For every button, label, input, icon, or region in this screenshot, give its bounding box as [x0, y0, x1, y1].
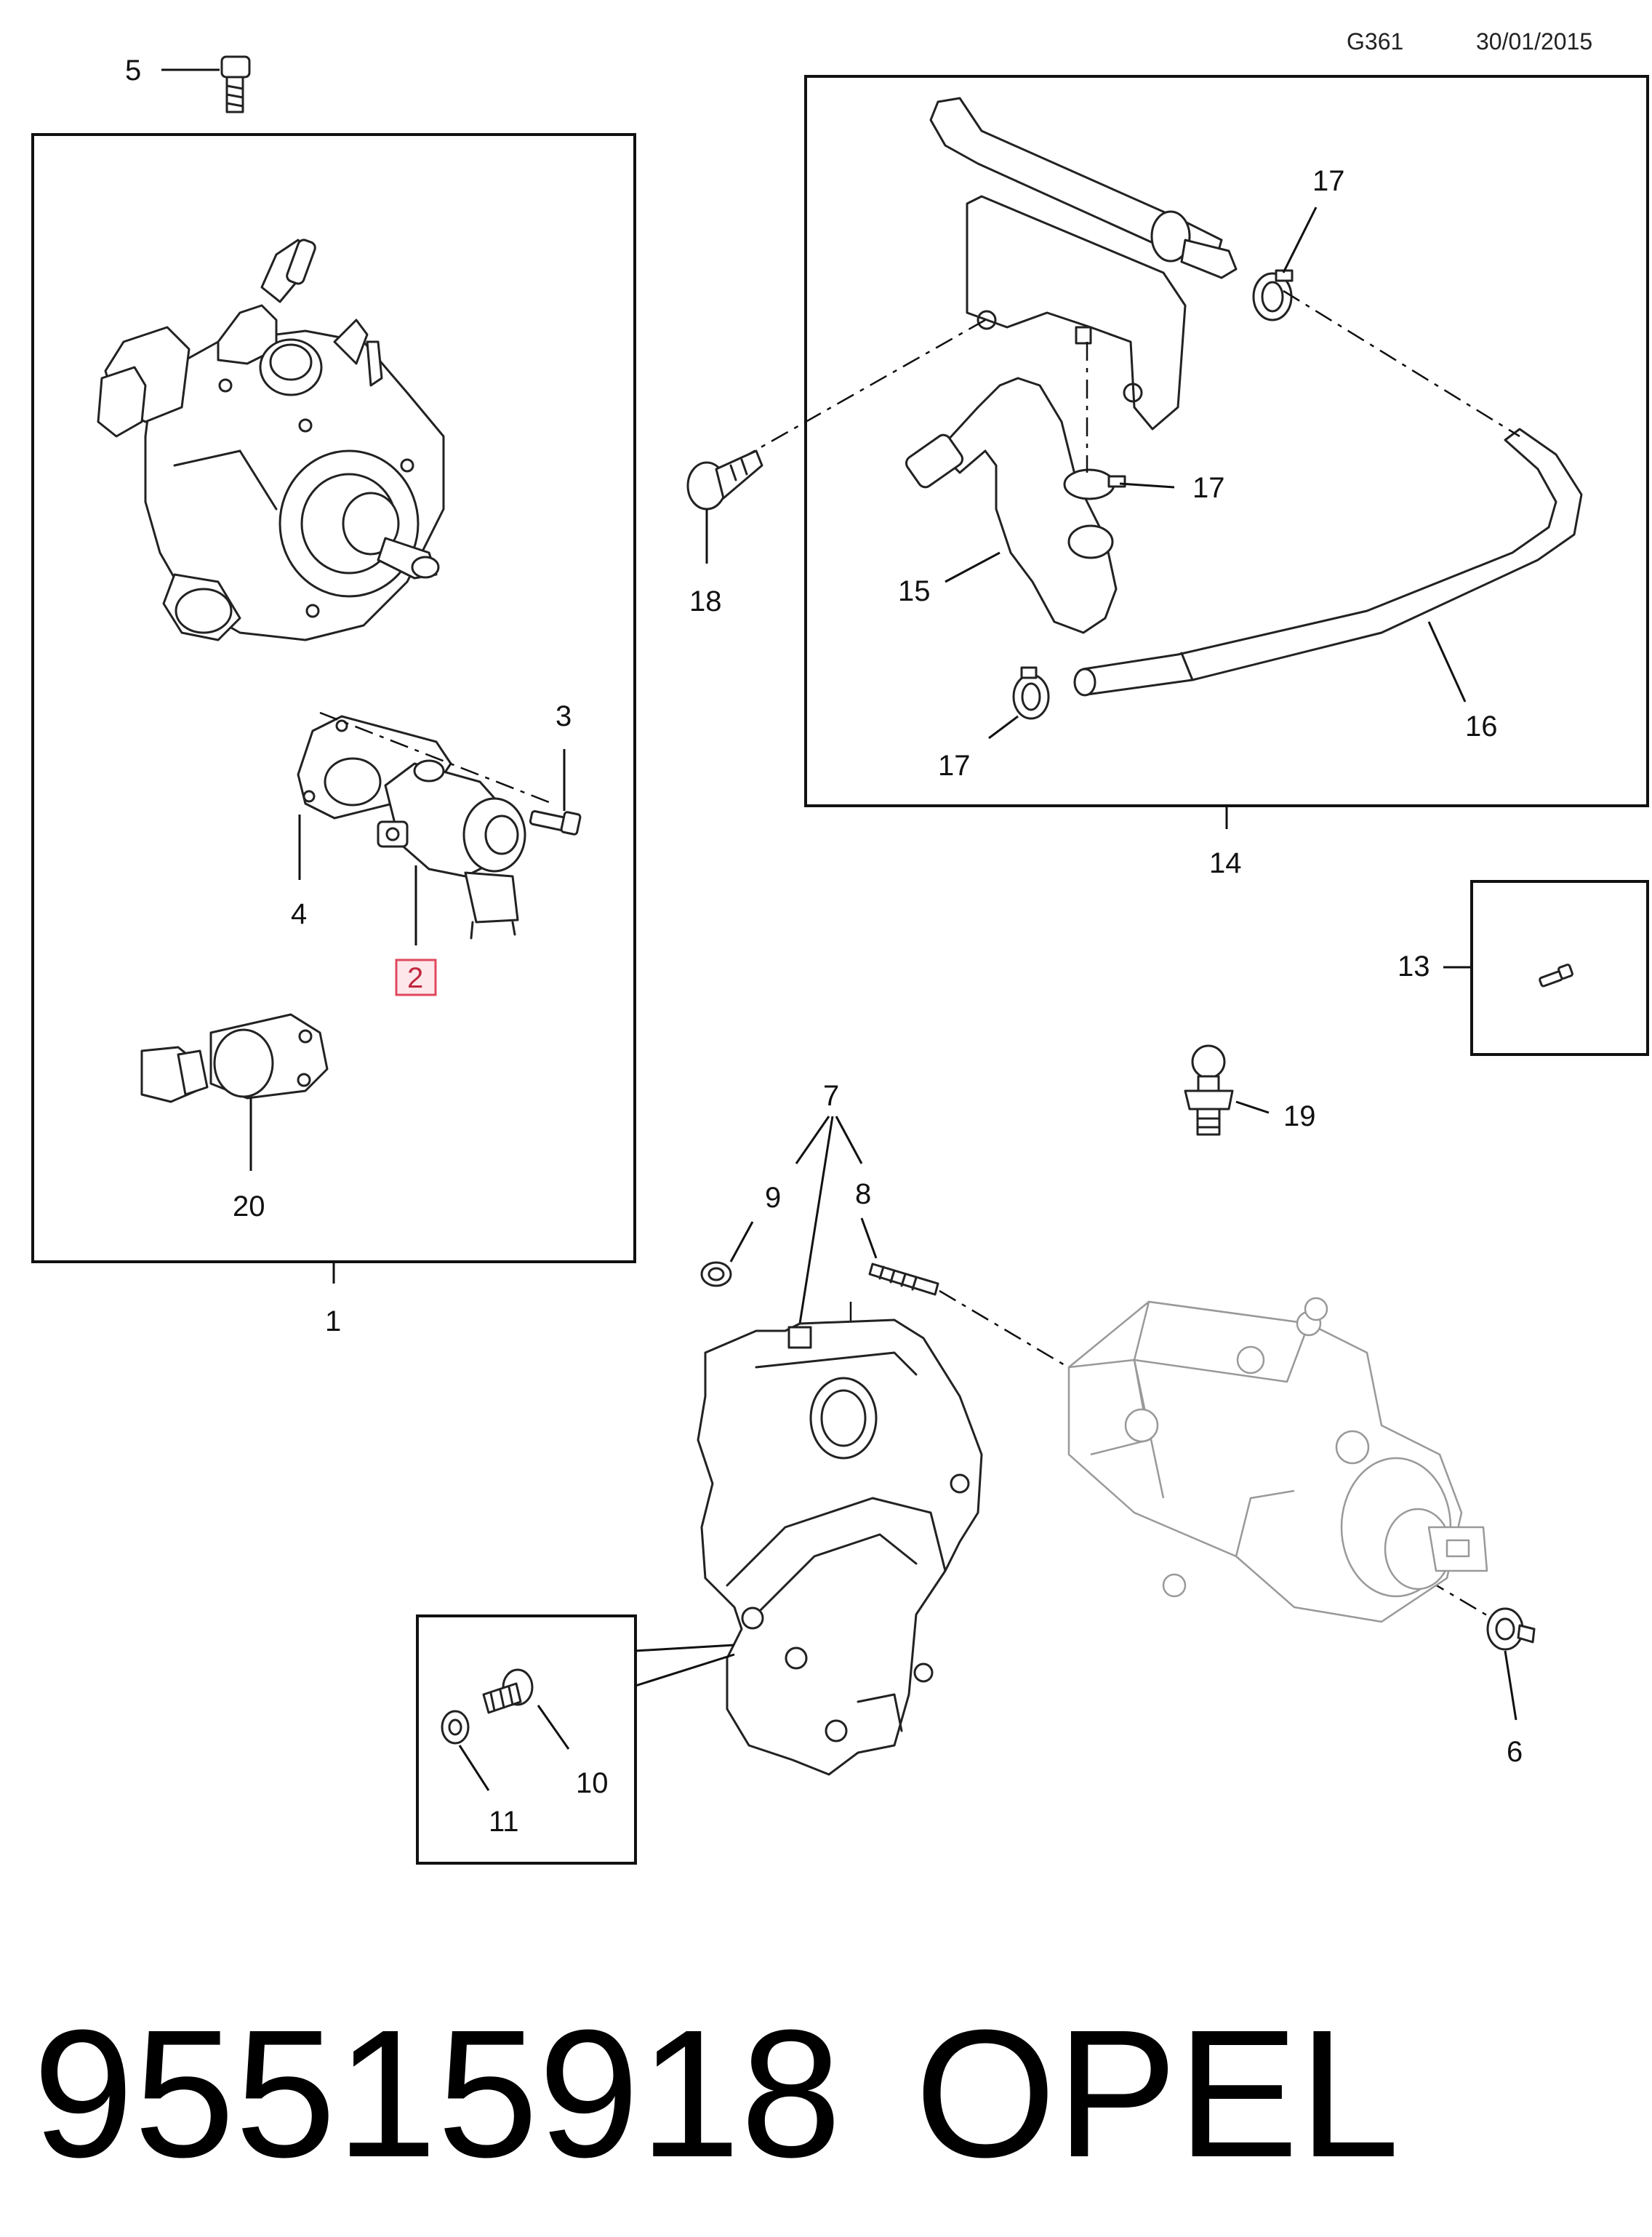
high-pressure-pump	[97, 239, 445, 641]
callout-4: 4	[291, 898, 307, 930]
sensor-19	[1184, 1044, 1234, 1136]
screw-3	[529, 810, 582, 836]
fuel-bracket	[966, 195, 1187, 431]
clamp-17-top	[1252, 269, 1294, 321]
leader-15	[945, 551, 1001, 583]
callout-17-middle: 17	[1192, 472, 1225, 504]
washer-11	[441, 1710, 470, 1745]
group-box-10-11	[416, 1614, 637, 1865]
leader-7-to-bracket	[798, 1116, 834, 1324]
callout-18: 18	[689, 585, 722, 617]
callout-17-bottom: 17	[938, 750, 971, 782]
callout-7: 7	[823, 1080, 839, 1112]
axis-bolt-18	[741, 319, 986, 460]
callout-9: 9	[765, 1182, 781, 1214]
callout-5: 5	[125, 55, 141, 87]
callout-3: 3	[556, 700, 572, 732]
axis-valve	[319, 711, 553, 805]
callout-8: 8	[855, 1178, 871, 1210]
bolt-18	[686, 449, 763, 511]
callout-20: 20	[233, 1190, 265, 1222]
callout-15: 15	[898, 575, 931, 607]
leader-6	[1504, 1650, 1517, 1721]
leader-10	[537, 1705, 570, 1750]
metering-valve-20	[140, 1013, 329, 1103]
diagram-code: G361	[1347, 28, 1403, 55]
ghost-pump	[1067, 1297, 1488, 1623]
callout-11: 11	[489, 1806, 519, 1838]
callout-19: 19	[1283, 1100, 1316, 1132]
part-number: 95515918	[33, 1992, 841, 2195]
leader-8	[860, 1217, 878, 1259]
sleeve-9	[700, 1261, 732, 1287]
leader-7-to-9	[795, 1116, 830, 1164]
leader-17-middle	[1119, 482, 1175, 489]
leader-17-top	[1282, 207, 1318, 273]
callout-10: 10	[576, 1767, 609, 1799]
leader-9	[729, 1221, 754, 1262]
callout-6: 6	[1507, 1736, 1523, 1768]
nut-6	[1486, 1607, 1536, 1651]
pressure-control-valve-2	[377, 759, 526, 940]
callout-2[interactable]: 2	[407, 962, 423, 994]
leader-19	[1235, 1100, 1270, 1114]
callout-16: 16	[1465, 711, 1498, 743]
callout-1: 1	[325, 1305, 341, 1337]
leader-17-bottom	[988, 715, 1019, 740]
fuel-pipe-upper	[929, 97, 1238, 279]
clamp-17-middle	[1063, 468, 1126, 500]
bolt-5	[220, 55, 251, 113]
leader-11	[458, 1745, 490, 1791]
mounting-bracket-7	[697, 1318, 983, 1776]
callout-14: 14	[1209, 847, 1242, 879]
leader-16	[1427, 621, 1467, 703]
leader-7-to-8	[835, 1116, 863, 1164]
brand-name: OPEL	[915, 1992, 1400, 2195]
bolt-10	[482, 1668, 534, 1714]
box-10-11-pointer	[635, 1644, 735, 1687]
callout-2-highlight[interactable]	[395, 959, 437, 996]
hose-16	[1073, 428, 1583, 697]
clamp-17-bottom	[1012, 666, 1050, 720]
callout-17-top: 17	[1312, 165, 1345, 197]
group-box-1	[31, 133, 636, 1263]
screw-13	[1539, 964, 1573, 988]
hose-15	[905, 377, 1118, 634]
diagram-date: 30/01/2015	[1476, 28, 1592, 55]
axis-hose-16	[1283, 289, 1520, 438]
callout-13: 13	[1398, 951, 1430, 983]
stud-8	[868, 1262, 939, 1296]
